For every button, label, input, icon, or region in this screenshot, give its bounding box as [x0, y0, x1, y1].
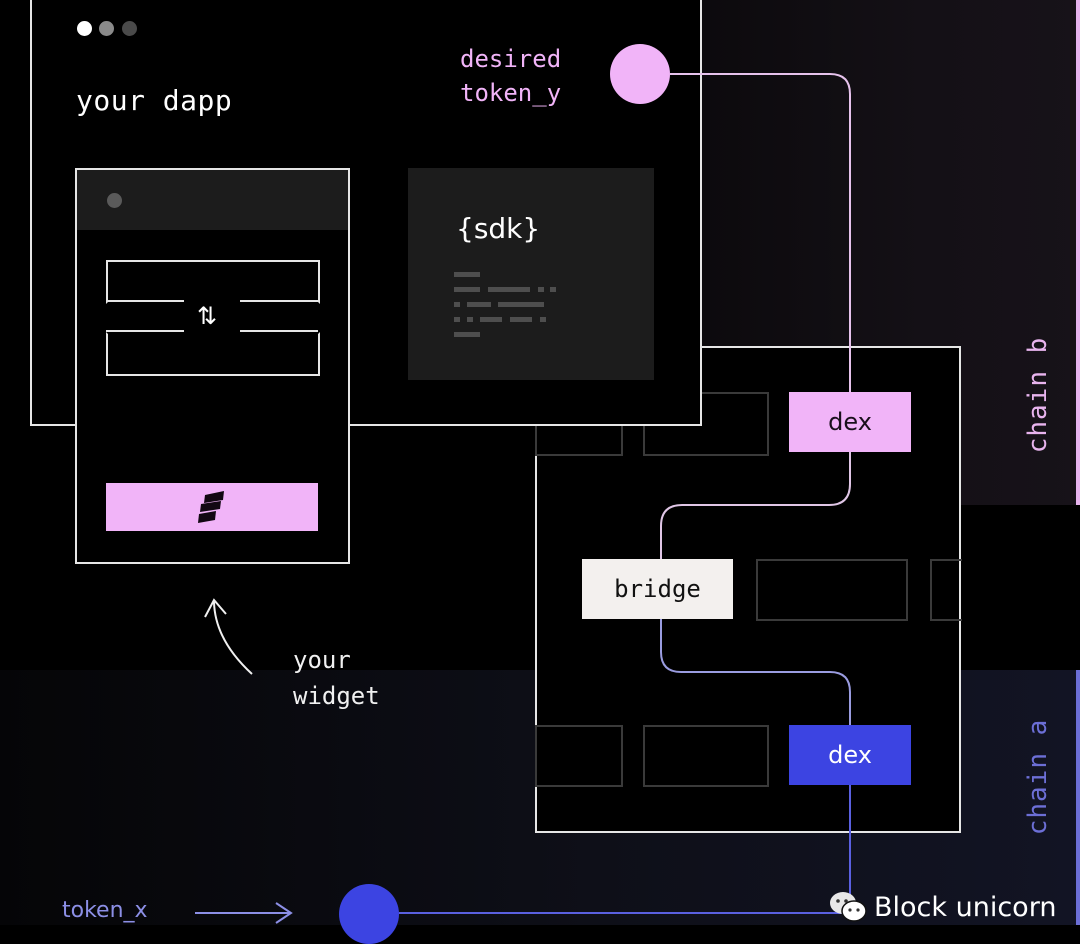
widget-header	[77, 170, 348, 230]
dapp-title: your dapp	[76, 84, 233, 117]
code-line	[550, 287, 556, 292]
sdk-title: {sdk}	[456, 212, 541, 245]
code-line	[510, 317, 532, 322]
code-line	[454, 332, 480, 337]
code-line	[454, 272, 480, 277]
dex-chain-a-node[interactable]: dex	[789, 725, 911, 785]
token-x-node[interactable]	[339, 884, 399, 944]
code-line	[488, 287, 530, 292]
chain-a-accent-stripe	[1076, 670, 1080, 925]
swap-direction-icon[interactable]: ⇅	[197, 302, 218, 330]
widget-caption-line2: widget	[293, 682, 380, 710]
from-amount-field[interactable]	[106, 260, 320, 304]
chain-b-accent-stripe	[1076, 0, 1080, 505]
chain-b-label: chain b	[1023, 336, 1053, 454]
bridge-node[interactable]: bridge	[582, 559, 733, 619]
field-edge	[240, 330, 318, 332]
dex-chain-b-node[interactable]: dex	[789, 392, 911, 452]
desired-token-label: desired token_y	[460, 42, 561, 110]
token-y-node[interactable]	[610, 44, 670, 104]
code-line	[454, 287, 480, 292]
code-line	[454, 317, 460, 322]
window-dot	[99, 21, 114, 36]
field-edge	[106, 330, 184, 332]
band-gap	[960, 505, 1080, 670]
ghost-cell	[535, 725, 623, 787]
code-line	[467, 302, 491, 307]
widget-window-dot	[107, 193, 122, 208]
code-line	[540, 317, 546, 322]
widget-swap-button[interactable]	[106, 483, 318, 531]
token-x-label: token_x	[62, 898, 148, 923]
watermark-text: Block unicorn	[874, 891, 1057, 923]
wechat-icon	[830, 892, 867, 922]
window-dot-active	[77, 21, 92, 36]
ghost-cell	[643, 725, 769, 787]
field-edge	[106, 300, 184, 302]
chain-a-label: chain a	[1023, 718, 1053, 836]
code-line	[498, 302, 544, 307]
ghost-cell	[756, 559, 908, 621]
ghost-cell	[930, 559, 962, 621]
desired-token-label-line1: desired	[460, 45, 562, 73]
desired-token-label-line2: token_y	[460, 79, 562, 107]
code-line	[480, 317, 502, 322]
widget-pointer-arrow-icon	[204, 598, 253, 675]
code-line	[538, 287, 544, 292]
to-amount-field[interactable]	[106, 332, 320, 376]
field-edge	[240, 300, 318, 302]
brand-logo-icon	[198, 491, 224, 523]
sdk-panel: {sdk}	[408, 168, 654, 380]
widget-caption: your widget	[293, 642, 380, 714]
watermark: Block unicorn	[828, 890, 1056, 924]
code-line	[467, 317, 473, 322]
window-dot	[122, 21, 137, 36]
widget-window: ⇅	[75, 168, 350, 564]
widget-caption-line1: your	[293, 646, 351, 674]
code-line	[454, 302, 460, 307]
